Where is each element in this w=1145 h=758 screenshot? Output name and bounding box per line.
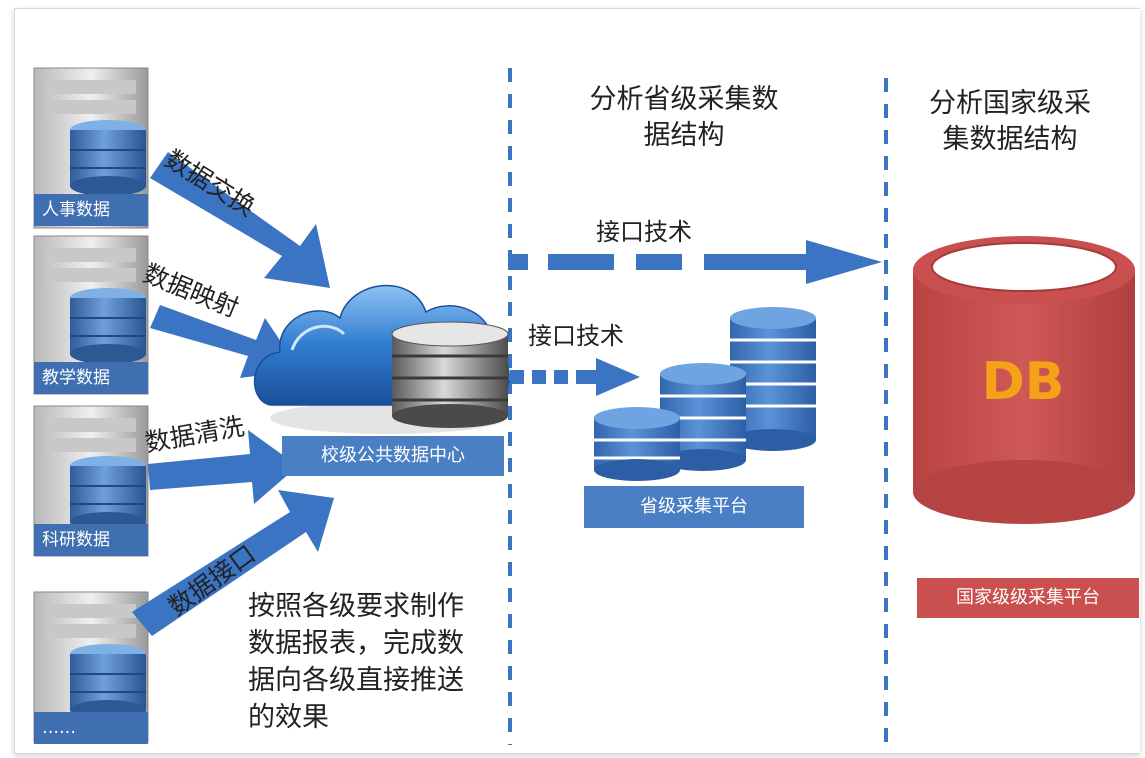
source-label-other: …… xyxy=(34,712,148,744)
source-label-hr: 人事数据 xyxy=(34,194,148,226)
description-text: 按照各级要求制作数据报表，完成数据向各级直接推送的效果 xyxy=(248,591,464,733)
source-label-teaching: 教学数据 xyxy=(34,362,148,394)
national-platform-label: 国家级级采集平台 xyxy=(917,578,1139,618)
gray-database-icon xyxy=(391,321,509,428)
province-heading: 分析省级采集数据结构 xyxy=(589,84,779,151)
province-database-stack-left xyxy=(594,407,680,481)
source-label-research: 科研数据 xyxy=(34,524,148,556)
province-platform-label: 省级采集平台 xyxy=(584,486,804,528)
dotted-arrow-province xyxy=(510,358,640,396)
province-interface-text: 接口技术 xyxy=(528,322,624,350)
db-text: DB xyxy=(981,352,1065,412)
school-data-center-label: 校级公共数据中心 xyxy=(282,436,504,476)
arrow-interface xyxy=(132,490,334,636)
dashed-arrow-national xyxy=(508,240,882,284)
national-heading: 分析国家级采集数据结构 xyxy=(929,88,1091,155)
arrow-exchange xyxy=(150,152,330,288)
national-interface-text: 接口技术 xyxy=(596,218,692,246)
arrow-cleaning xyxy=(148,430,298,504)
national-db-cylinder-icon xyxy=(913,236,1135,524)
